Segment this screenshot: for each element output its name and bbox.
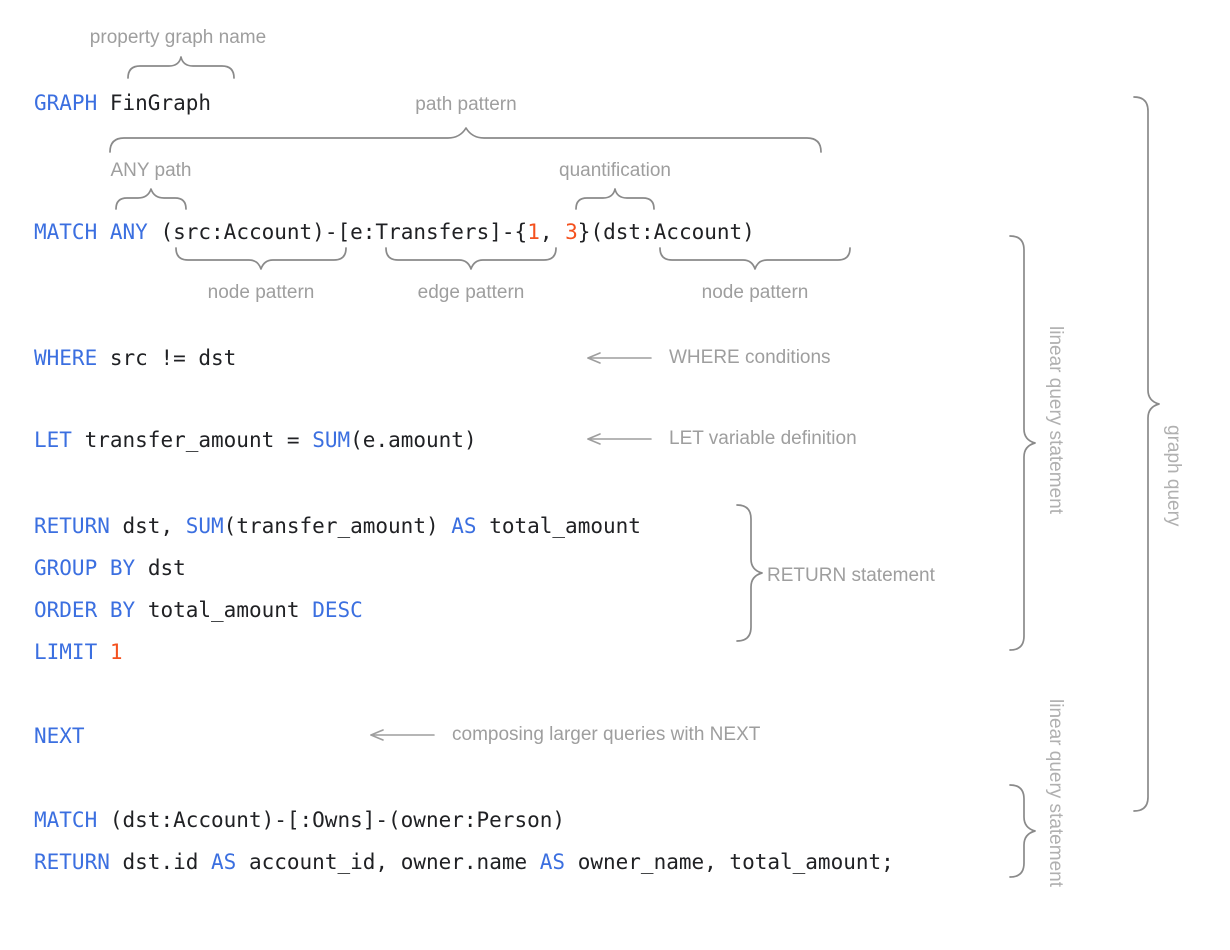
limit-value: 1: [109, 640, 123, 664]
keyword-any: ANY: [109, 220, 148, 244]
group-by-expression: dst: [147, 556, 186, 580]
where-expression: src != dst: [109, 346, 237, 370]
arrow-where-conditions: [587, 352, 652, 364]
brace-graph-query: [1133, 96, 1160, 812]
keyword-where: WHERE: [34, 346, 98, 370]
keyword-graph: GRAPH: [34, 91, 98, 115]
annotation-composing-with-next: composing larger queries with NEXT: [452, 724, 761, 745]
code-line-match: MATCH ANY (src:Account)-[e:Transfers]-{1…: [34, 219, 755, 245]
pattern-dash-1: -: [324, 220, 338, 244]
annotation-return-statement: RETURN statement: [767, 565, 935, 586]
annotation-let-variable-definition: LET variable definition: [669, 428, 857, 449]
code-line-graph: GRAPH FinGraph: [34, 90, 211, 116]
annotation-linear-query-statement-1: linear query statement: [1045, 326, 1066, 514]
keyword-match: MATCH: [34, 220, 98, 244]
keyword-next: NEXT: [34, 724, 85, 748]
annotation-path-pattern: path pattern: [415, 94, 517, 115]
brace-quantification: [575, 188, 655, 210]
code-line-next: NEXT: [34, 723, 85, 749]
pattern-src-node: (src:Account): [160, 220, 325, 244]
brace-property-graph-name: [127, 56, 235, 79]
function-sum-2: SUM: [185, 514, 224, 538]
code-line-return-1: RETURN dst, SUM(transfer_amount) AS tota…: [34, 513, 641, 539]
annotation-linear-query-statement-2: linear query statement: [1045, 699, 1066, 887]
brace-any-path: [115, 188, 187, 210]
quant-lower-bound: 1: [527, 220, 540, 244]
brace-node-pattern-right: [659, 247, 851, 270]
let-equals: =: [286, 428, 300, 452]
quant-upper-bound: 3: [565, 220, 578, 244]
brace-node-pattern-left: [175, 247, 347, 270]
annotation-any-path: ANY path: [110, 160, 192, 181]
annotation-where-conditions: WHERE conditions: [669, 347, 831, 368]
return-2-part-3: owner_name, total_amount;: [565, 850, 894, 874]
code-line-match-2: MATCH (dst:Account)-[:Owns]-(owner:Perso…: [34, 807, 565, 833]
pattern-dash-2: -: [501, 220, 515, 244]
annotation-graph-query: graph query: [1163, 425, 1184, 527]
pattern-edge: [e:Transfers]: [337, 220, 502, 244]
arrow-let-variable-definition: [587, 433, 652, 445]
code-line-where: WHERE src != dst: [34, 345, 236, 371]
value-graph-name: FinGraph: [109, 91, 212, 115]
code-line-return-2: RETURN dst.id AS account_id, owner.name …: [34, 849, 894, 875]
brace-linear-query-statement-2: [1009, 784, 1036, 878]
return-alias: total_amount: [476, 514, 641, 538]
annotation-node-pattern-right: node pattern: [701, 282, 809, 303]
arrow-composing-with-next: [370, 729, 435, 741]
return-2-part-1: dst.id: [122, 850, 212, 874]
brace-edge-pattern: [385, 247, 557, 270]
annotation-node-pattern-left: node pattern: [207, 282, 315, 303]
pattern-dst-node: (dst:Account): [590, 220, 755, 244]
annotation-quantification: quantification: [559, 160, 671, 181]
return-first-item: dst,: [122, 514, 186, 538]
return-2-part-2: account_id, owner.name: [236, 850, 540, 874]
keyword-desc: DESC: [312, 598, 363, 622]
order-by-expression: total_amount: [147, 598, 300, 622]
keyword-match-2: MATCH: [34, 808, 98, 832]
keyword-as-3: AS: [539, 850, 566, 874]
annotation-property-graph-name: property graph name: [89, 27, 267, 48]
keyword-as: AS: [451, 514, 477, 538]
return-sum-argument: (transfer_amount): [223, 514, 452, 538]
code-line-limit: LIMIT 1: [34, 639, 123, 665]
keyword-return-2: RETURN: [34, 850, 110, 874]
code-line-group-by: GROUP BY dst: [34, 555, 186, 581]
keyword-limit: LIMIT: [34, 640, 98, 664]
let-sum-argument: (e.amount): [350, 428, 477, 452]
function-sum: SUM: [312, 428, 351, 452]
brace-path-pattern: [109, 127, 822, 153]
annotation-edge-pattern: edge pattern: [417, 282, 525, 303]
brace-return-statement: [736, 504, 763, 642]
match-2-pattern: (dst:Account)-[:Owns]-(owner:Person): [109, 808, 566, 832]
code-line-order-by: ORDER BY total_amount DESC: [34, 597, 363, 623]
keyword-as-2: AS: [211, 850, 237, 874]
keyword-group-by: GROUP BY: [34, 556, 136, 580]
let-variable-name: transfer_amount: [84, 428, 275, 452]
quant-close-brace: }: [577, 220, 591, 244]
keyword-order-by: ORDER BY: [34, 598, 136, 622]
code-line-let: LET transfer_amount = SUM(e.amount): [34, 427, 477, 453]
quant-separator: ,: [539, 220, 566, 244]
quant-open-brace: {: [514, 220, 528, 244]
keyword-return: RETURN: [34, 514, 110, 538]
keyword-let: LET: [34, 428, 72, 452]
brace-linear-query-statement-1: [1009, 235, 1036, 651]
